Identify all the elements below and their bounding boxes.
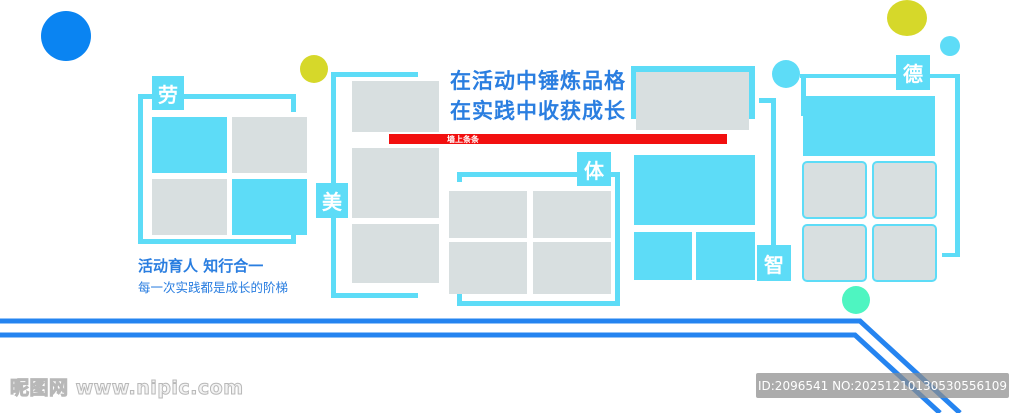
photo-slot bbox=[352, 81, 439, 132]
photo-slot bbox=[802, 224, 867, 282]
frame-line bbox=[955, 74, 960, 257]
frame-line bbox=[331, 293, 418, 298]
headline-line-2: 在实践中收获成长 bbox=[450, 99, 626, 123]
frame-line bbox=[800, 74, 960, 78]
frame-line bbox=[138, 239, 296, 244]
tag-mei: 美 bbox=[316, 183, 348, 218]
slogan-subtitle: 每一次实践都是成长的阶梯 bbox=[138, 280, 289, 295]
watermark-text: 昵图网 www.nipic.com bbox=[10, 377, 244, 400]
photo-slot bbox=[352, 148, 439, 218]
photo-slot bbox=[232, 117, 307, 173]
frame-line bbox=[457, 172, 620, 177]
frame-line bbox=[457, 172, 462, 182]
frame-line bbox=[138, 94, 143, 244]
photo-slot bbox=[634, 232, 692, 280]
tag-de: 德 bbox=[896, 55, 930, 90]
frame-line bbox=[291, 94, 296, 112]
photo-slot bbox=[152, 179, 227, 235]
tag-zhi: 智 bbox=[757, 245, 791, 281]
slogan-title: 活动育人 知行合一 bbox=[138, 257, 264, 275]
photo-slot bbox=[352, 224, 439, 283]
frame-line bbox=[331, 72, 418, 77]
yellow-dot-decoration-large bbox=[887, 0, 927, 36]
tag-lao: 劳 bbox=[152, 76, 184, 110]
photo-slot bbox=[449, 242, 527, 294]
red-banner-label: 墙上条条 bbox=[447, 135, 479, 144]
frame-line bbox=[291, 234, 296, 244]
frame-line bbox=[138, 94, 296, 99]
photo-slot bbox=[872, 161, 937, 219]
id-badge: ID:2096541 NO:20251210130530556109 bbox=[756, 373, 1009, 398]
photo-slot bbox=[802, 161, 867, 219]
frame-line bbox=[801, 74, 806, 116]
cyan-dot-decoration bbox=[772, 60, 800, 88]
blue-dot-decoration bbox=[41, 11, 91, 61]
frame-line bbox=[942, 253, 960, 257]
mint-dot-decoration bbox=[842, 286, 870, 314]
photo-slot bbox=[872, 224, 937, 282]
red-banner: 墙上条条 bbox=[389, 134, 727, 144]
photo-slot bbox=[449, 191, 527, 238]
headline-line-1: 在活动中锤炼品格 bbox=[450, 69, 626, 93]
photo-slot bbox=[634, 155, 755, 225]
tag-ti: 体 bbox=[577, 152, 611, 186]
frame-line bbox=[457, 301, 620, 306]
photo-slot bbox=[533, 191, 611, 238]
frame-line bbox=[771, 98, 776, 248]
cyan-dot-decoration-small bbox=[940, 36, 960, 56]
yellow-dot-decoration bbox=[300, 55, 328, 83]
photo-slot bbox=[636, 72, 749, 130]
photo-slot bbox=[152, 117, 227, 173]
photo-slot bbox=[232, 179, 307, 235]
frame-line bbox=[759, 98, 776, 103]
photo-slot bbox=[696, 232, 755, 280]
frame-line bbox=[457, 294, 462, 306]
photo-slot bbox=[533, 242, 611, 294]
photo-slot bbox=[803, 96, 935, 156]
frame-line bbox=[615, 172, 620, 306]
